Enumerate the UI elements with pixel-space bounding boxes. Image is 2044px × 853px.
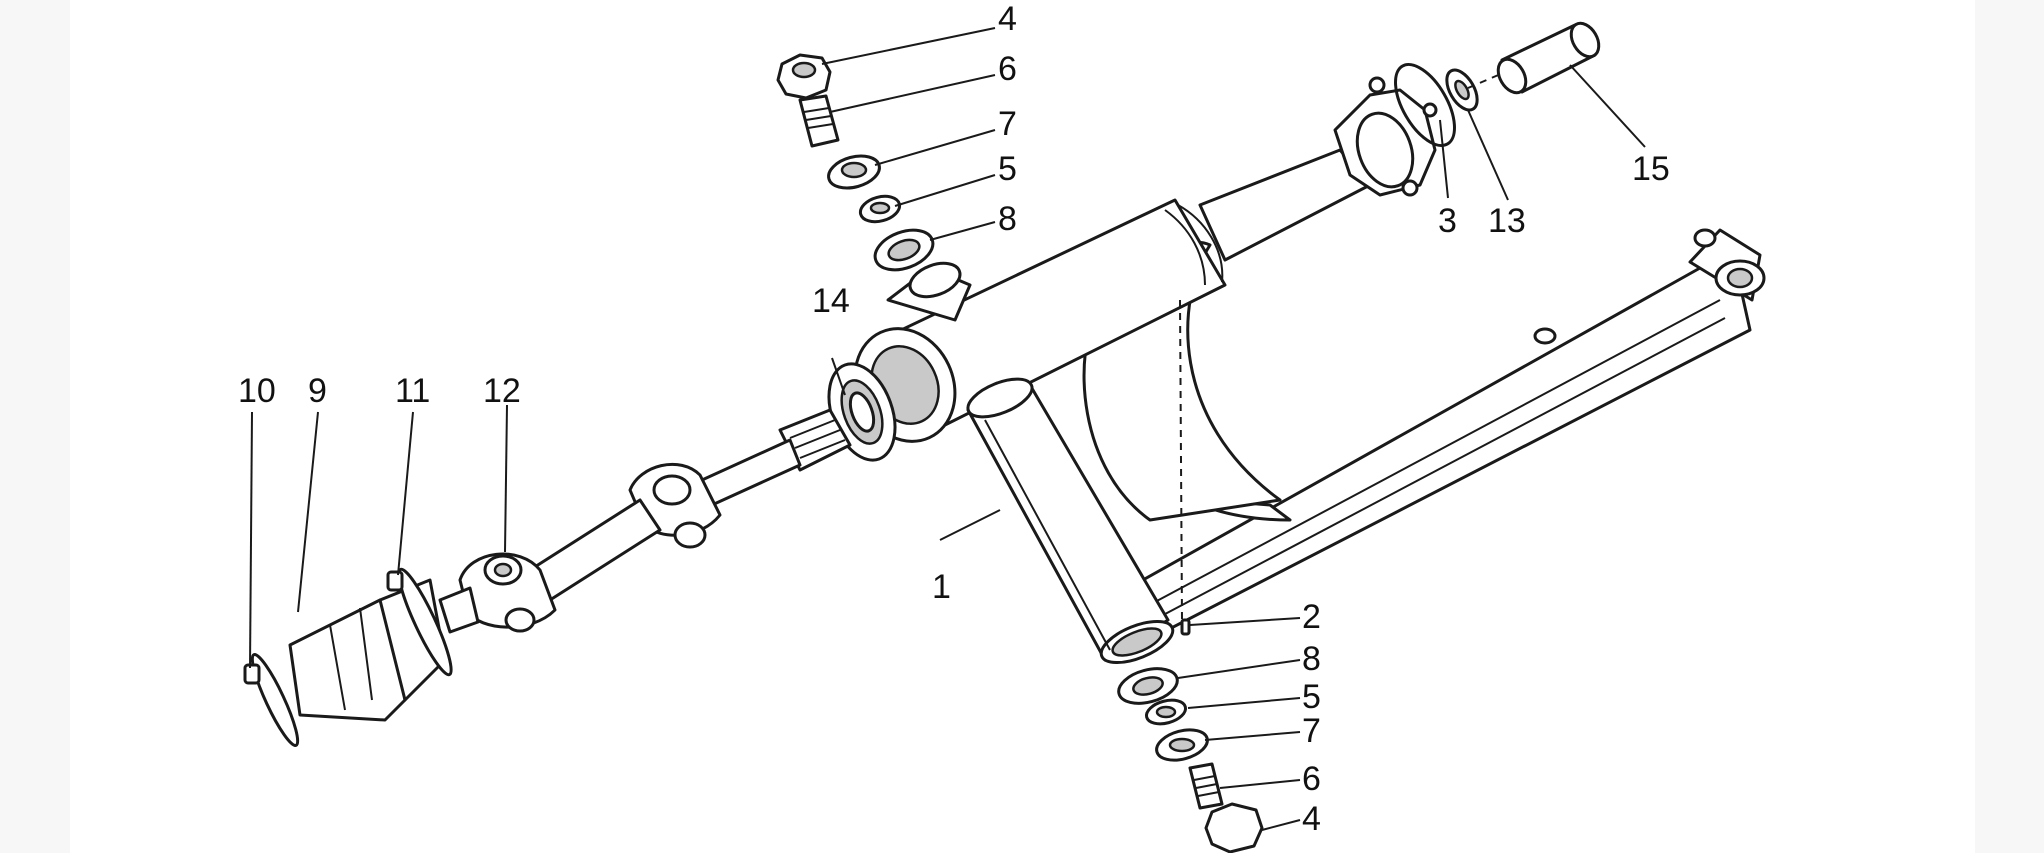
callout-7-bottom: 7 <box>1302 712 1321 750</box>
callout-9: 9 <box>308 372 327 410</box>
callout-5-top: 5 <box>998 150 1017 188</box>
leader-lines <box>249 27 1646 831</box>
pivot-axis-line <box>1179 299 1183 621</box>
top-pivot-stack <box>776 53 935 272</box>
callout-3: 3 <box>1438 202 1457 240</box>
callout-13: 13 <box>1488 202 1526 240</box>
callout-2: 2 <box>1302 598 1321 636</box>
swingarm-part-1 <box>853 76 1766 665</box>
sleeve-part-15 <box>1496 21 1601 95</box>
callout-6-top: 6 <box>998 50 1017 88</box>
circlip-part-13 <box>1445 68 1479 112</box>
callout-4-top: 4 <box>998 0 1017 38</box>
oring-part-3 <box>1394 63 1456 147</box>
callout-12: 12 <box>483 372 521 410</box>
callout-15: 15 <box>1632 150 1670 188</box>
callout-1: 1 <box>932 568 951 606</box>
clamp-part-11 <box>386 567 453 677</box>
callout-4-bottom: 4 <box>1302 800 1321 838</box>
callout-5-bottom: 5 <box>1302 678 1321 716</box>
callout-7-top: 7 <box>998 105 1017 143</box>
callout-10: 10 <box>238 372 276 410</box>
callout-11: 11 <box>395 372 430 410</box>
clamp-part-10 <box>243 653 300 747</box>
callout-8-bottom: 8 <box>1302 640 1321 678</box>
driveshaft-part-12 <box>438 408 852 634</box>
bottom-pivot-stack <box>1117 618 1264 853</box>
callout-14: 14 <box>812 282 850 320</box>
callout-8-top: 8 <box>998 200 1017 238</box>
callout-6-bottom: 6 <box>1302 760 1321 798</box>
callout-labels: 4 6 7 5 8 14 10 9 11 12 1 2 8 5 7 6 4 3 … <box>238 0 1670 838</box>
